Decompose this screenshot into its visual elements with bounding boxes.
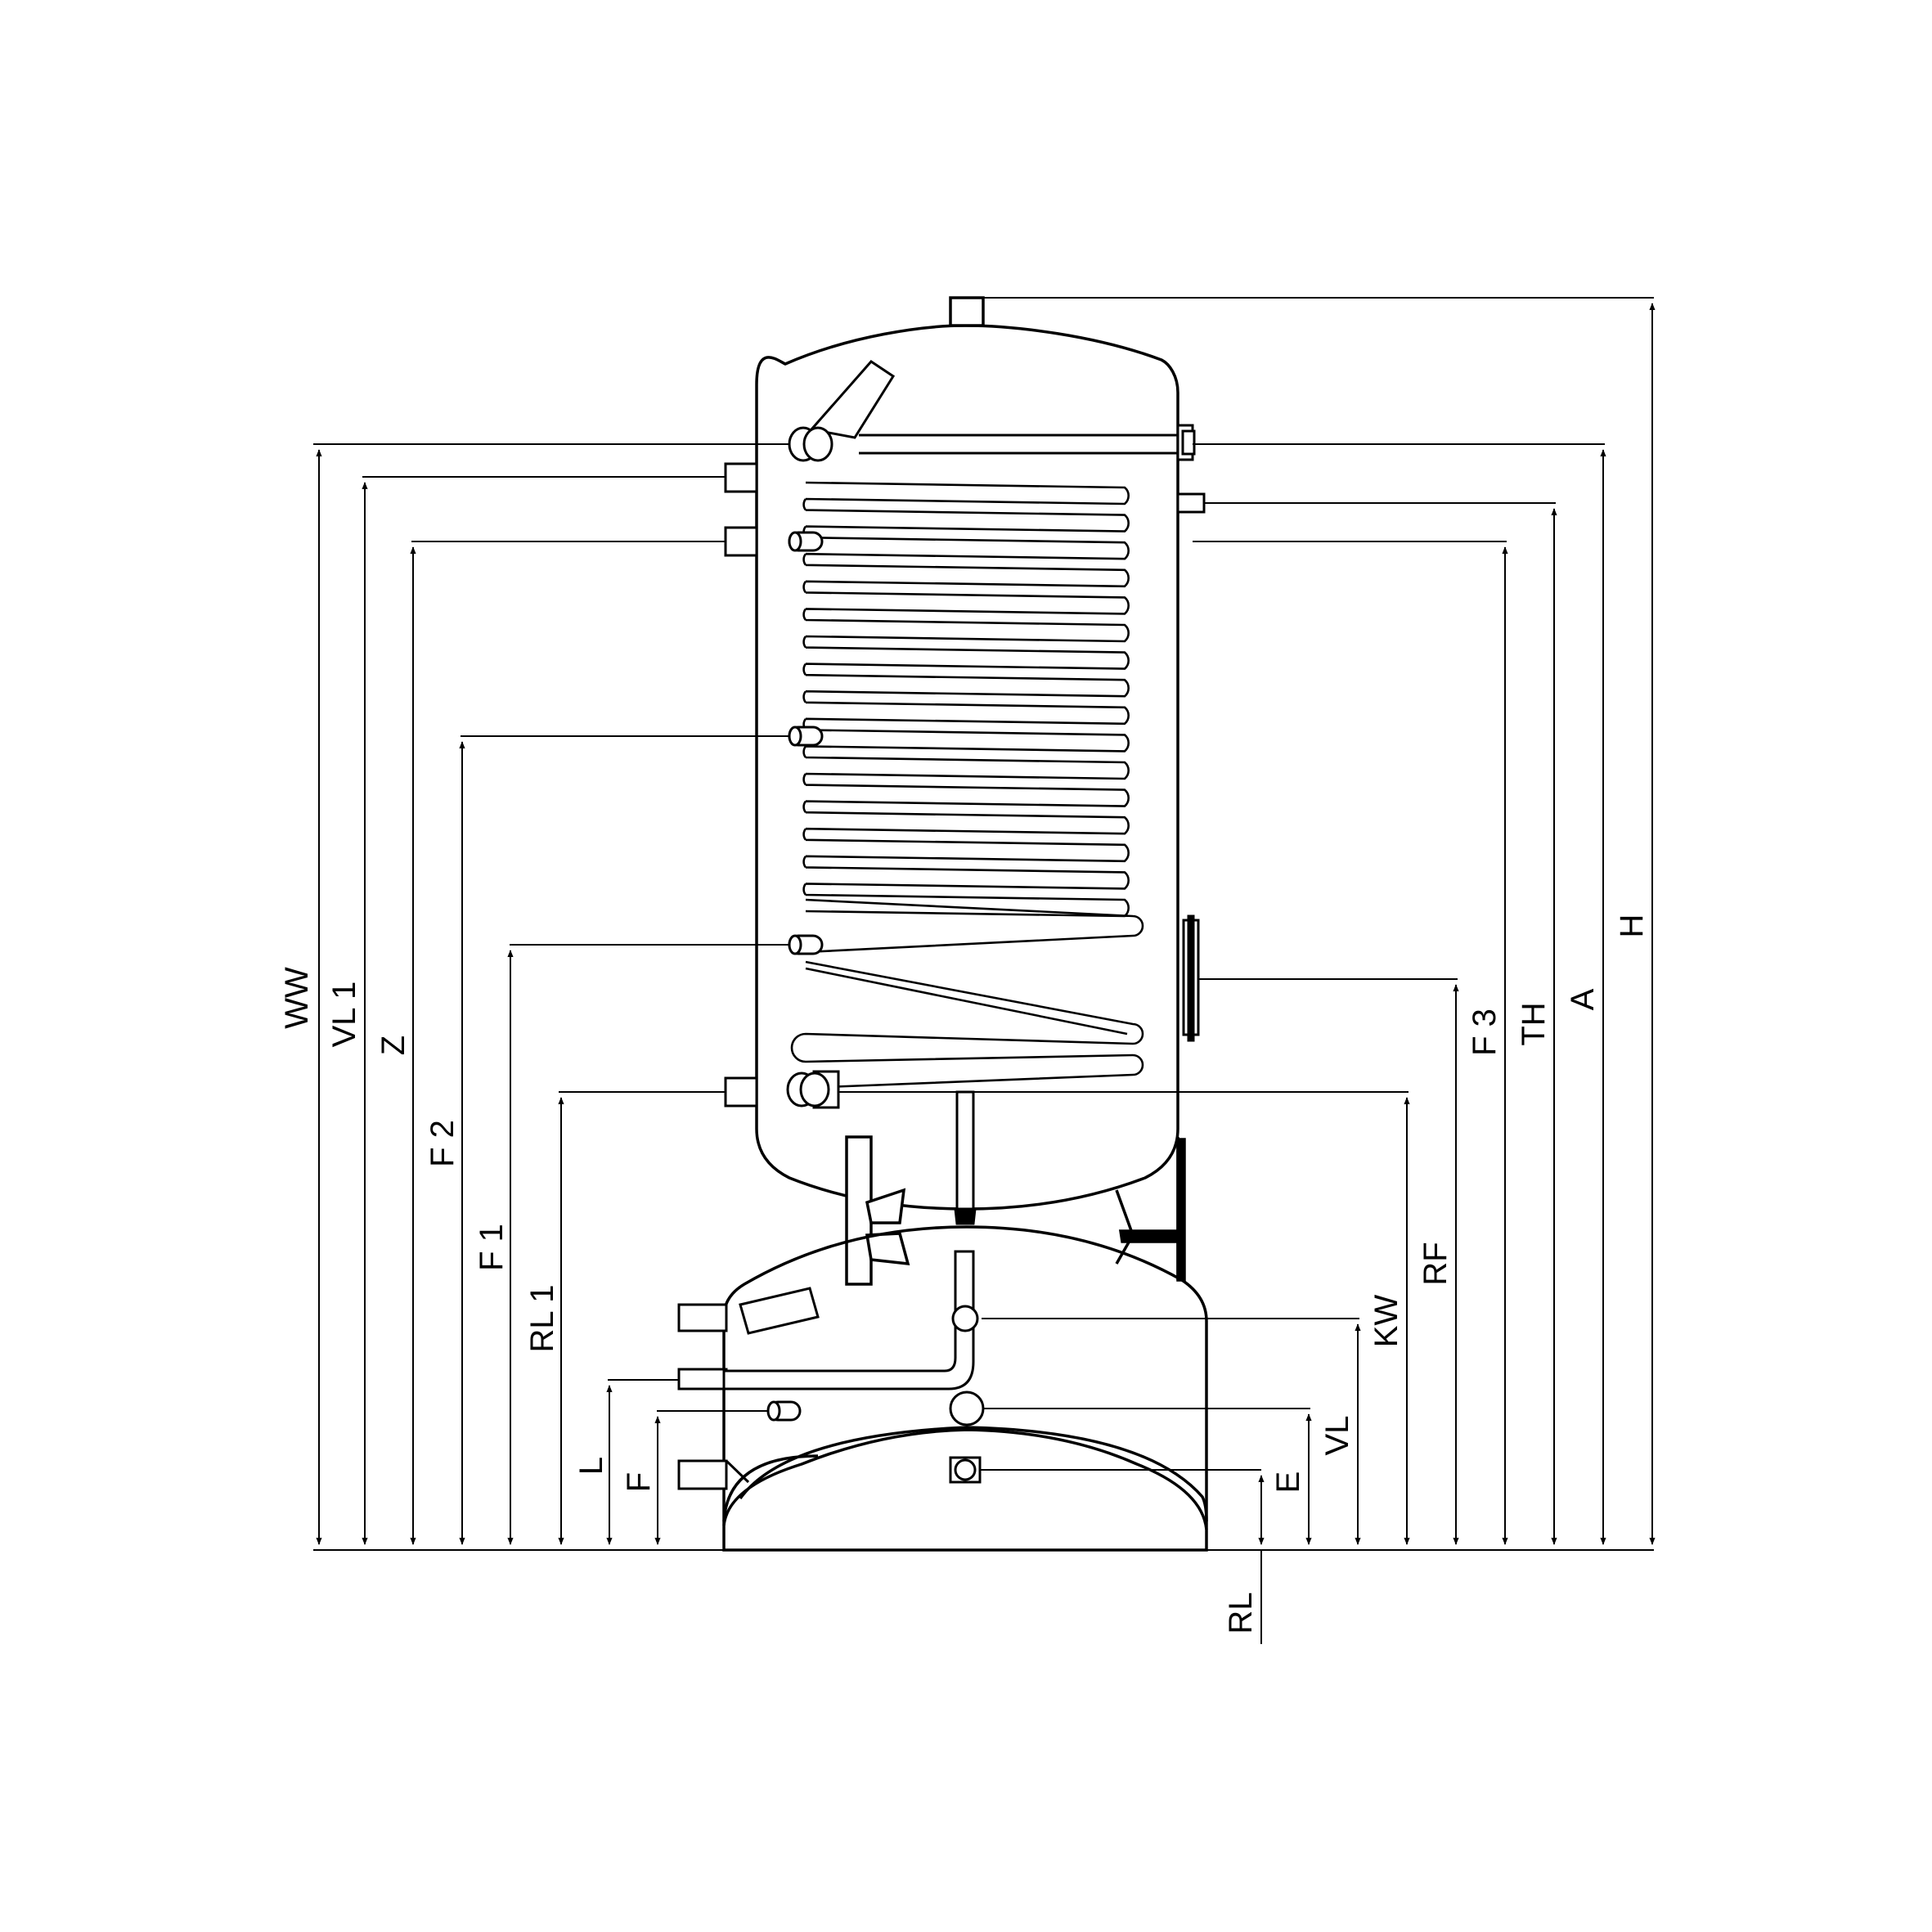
isolating-valve-stem <box>845 1135 873 1286</box>
coil-return-stub <box>724 1076 758 1108</box>
lower-tank-fittings <box>677 1250 985 1490</box>
label-ww: WW <box>279 967 315 1029</box>
label-e: E <box>1270 1471 1306 1494</box>
lower-tank-inner-dish <box>722 1426 1208 1522</box>
label-h: H <box>1614 914 1650 938</box>
label-vl1: VL 1 <box>326 982 362 1048</box>
label-vl: VL <box>1319 1416 1355 1456</box>
dimension-labels: WW VL 1 Z F 2 F 1 RL 1 L F E RL VL KW RF… <box>279 914 1650 1634</box>
cold-water-connection <box>951 1305 979 1332</box>
flow-stub <box>677 1368 728 1391</box>
lower-tank-shell <box>722 1225 1208 1552</box>
upper-tank-fittings <box>724 360 1206 1225</box>
hot-water-outlet-pipe <box>809 360 896 439</box>
sensor-stub-z <box>724 526 758 557</box>
tank-support <box>845 1135 1186 1286</box>
label-f2: F 2 <box>425 1120 461 1167</box>
coil-inlet-stub <box>724 462 758 493</box>
top-nozzle <box>949 296 985 327</box>
label-f1: F 1 <box>474 1224 510 1271</box>
label-kw: KW <box>1368 1295 1404 1348</box>
label-l: L <box>573 1457 609 1475</box>
sensor-stub-th <box>1176 492 1206 514</box>
label-th: TH <box>1516 1002 1552 1045</box>
coil-windings <box>790 481 1144 1090</box>
label-f3: F 3 <box>1467 1009 1503 1056</box>
label-z: Z <box>375 1036 411 1055</box>
drain-stub-left <box>677 1459 728 1490</box>
label-f: F <box>621 1472 657 1492</box>
isolating-valve-handle <box>865 1188 906 1224</box>
dimension-lines <box>313 297 1656 1644</box>
inlet-stub-upper <box>677 1303 728 1332</box>
flow-pipe <box>722 1250 975 1391</box>
label-rl: RL <box>1223 1592 1259 1633</box>
label-a: A <box>1565 988 1601 1010</box>
flow-connection <box>949 1391 985 1427</box>
drain-pipe <box>955 1090 975 1211</box>
inlet-angled-pipe <box>739 1287 820 1335</box>
label-rl1: RL 1 <box>524 1284 560 1352</box>
lower-tank <box>722 1225 1208 1552</box>
label-rf: RF <box>1418 1242 1453 1285</box>
heating-coil <box>790 481 1144 1090</box>
